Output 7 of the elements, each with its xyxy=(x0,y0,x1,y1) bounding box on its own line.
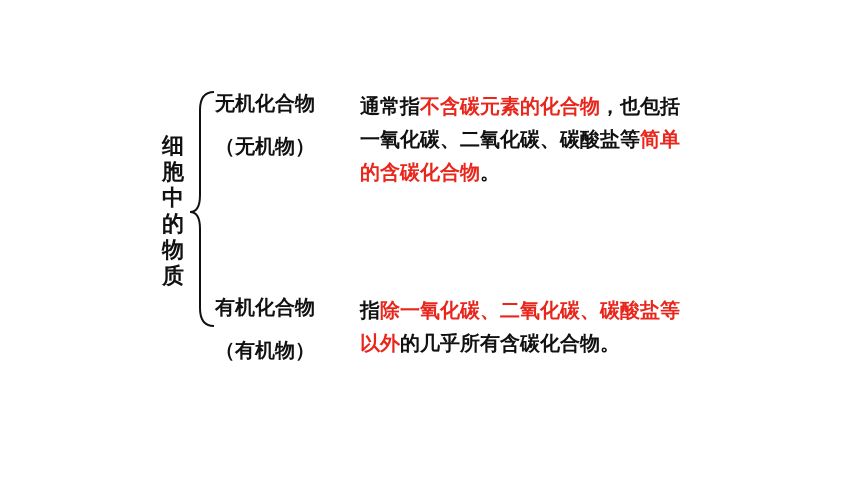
definition-text: 通常指不含碳元素的化合物，也包括一氧化碳、二氧化碳、碳酸盐等简单的含碳化合物。 xyxy=(360,93,680,186)
definition-text: 指除一氧化碳、二氧化碳、碳酸盐等以外的几乎所有含碳化合物。 xyxy=(360,297,680,357)
category-label: 无机化合物 xyxy=(215,90,316,117)
vertical-title: 细胞中的物质 xyxy=(160,134,185,290)
category-label: 有机化合物 xyxy=(215,294,316,321)
category-alias: （有机物） xyxy=(215,337,316,364)
category-alias: （无机物） xyxy=(215,133,316,160)
